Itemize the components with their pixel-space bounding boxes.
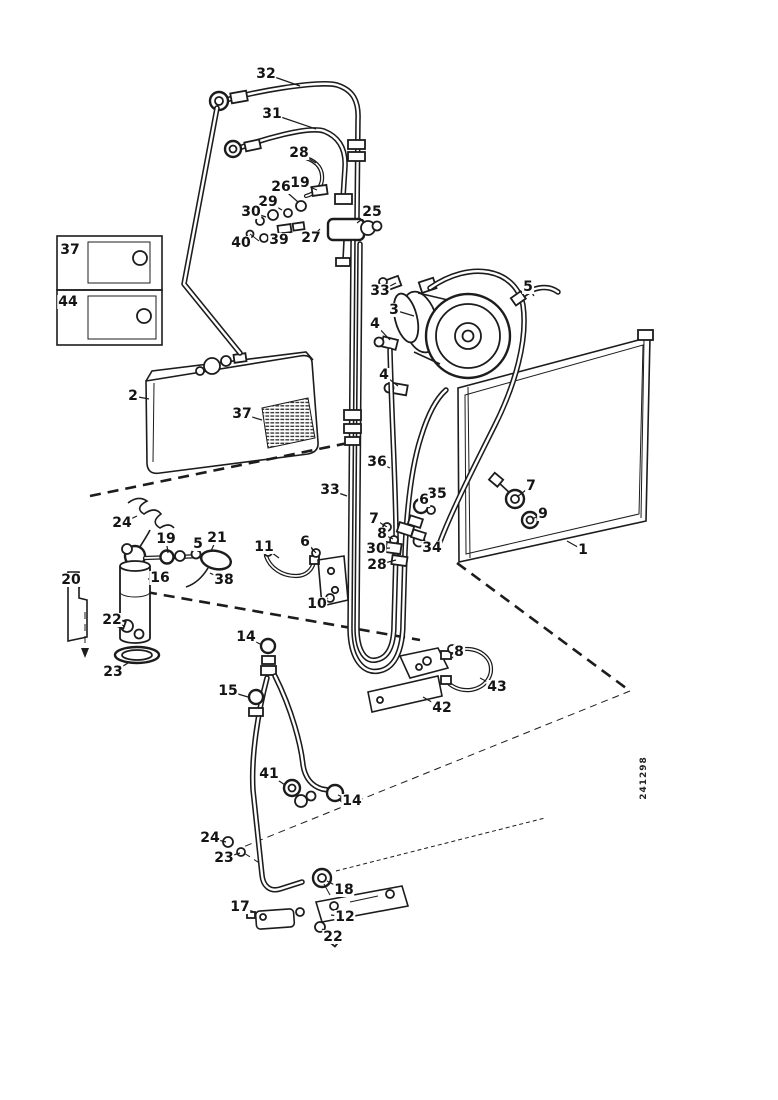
hose-31 [223, 127, 353, 205]
callout-36: 36 [366, 454, 388, 470]
reference-dashed-lines [81, 441, 631, 872]
callout-14: 14 [341, 793, 363, 809]
callout-4: 4 [378, 367, 390, 383]
callout-5: 5 [522, 279, 534, 295]
callout-22: 22 [322, 929, 344, 945]
callout-27: 27 [300, 230, 322, 246]
condenser [457, 329, 654, 563]
callout-22: 22 [101, 612, 123, 628]
callout-20: 20 [60, 572, 82, 588]
callout-14: 14 [235, 629, 257, 645]
discharge-hose-arc [427, 268, 527, 545]
callout-18: 18 [333, 882, 355, 898]
callout-28: 28 [288, 145, 310, 161]
mounting-bracket-42 [367, 647, 450, 713]
bracket-17 [246, 908, 296, 930]
callout-26: 26 [270, 179, 292, 195]
callout-38: 38 [213, 572, 235, 588]
decal-box-44 [56, 289, 163, 346]
callout-6: 6 [299, 534, 311, 550]
callout-7: 7 [368, 511, 380, 527]
callout-17: 17 [229, 899, 251, 915]
callout-31: 31 [261, 106, 283, 122]
hose-32 [208, 81, 366, 221]
callout-10: 10 [306, 596, 328, 612]
doc-number: 241298 [639, 756, 649, 800]
callout-11: 11 [253, 539, 275, 555]
bottom-hoses [222, 637, 348, 893]
callout-15: 15 [217, 683, 239, 699]
callout-33: 33 [319, 482, 341, 498]
callout-30: 30 [365, 541, 387, 557]
callout-41: 41 [258, 766, 280, 782]
callout-40: 40 [230, 235, 252, 251]
callout-6: 6 [418, 492, 430, 508]
callout-25: 25 [361, 204, 383, 220]
callout-4: 4 [369, 316, 381, 332]
callout-8: 8 [376, 526, 388, 542]
callout-21: 21 [206, 530, 228, 546]
callout-19: 19 [289, 175, 311, 191]
callout-42: 42 [431, 700, 453, 716]
compressor [373, 274, 512, 397]
callout-19: 19 [155, 531, 177, 547]
callout-37: 37 [59, 242, 81, 258]
callout-33: 33 [369, 283, 391, 299]
callout-30: 30 [240, 204, 262, 220]
bracket-12 [295, 883, 410, 923]
tank-decal [261, 397, 316, 449]
callout-12: 12 [334, 909, 356, 925]
callout-28: 28 [366, 557, 388, 573]
tank [145, 351, 319, 475]
callout-39: 39 [268, 232, 290, 248]
callout-16: 16 [149, 570, 171, 586]
callout-29: 29 [257, 194, 279, 210]
callout-43: 43 [486, 679, 508, 695]
callout-35: 35 [426, 486, 448, 502]
callout-3: 3 [388, 302, 400, 318]
hose-5-stub [509, 284, 561, 307]
hose-loop [343, 239, 449, 675]
callout-24: 24 [199, 830, 221, 846]
callout-9: 9 [537, 506, 549, 522]
callout-24: 24 [111, 515, 133, 531]
callout-7: 7 [525, 478, 537, 494]
callout-23: 23 [213, 850, 235, 866]
callout-5: 5 [192, 536, 204, 552]
callout-8: 8 [453, 644, 465, 660]
callout-34: 34 [421, 540, 443, 556]
callout-44: 44 [57, 294, 79, 310]
callout-37: 37 [231, 406, 253, 422]
hose-left-diagonal [181, 105, 243, 356]
callout-23: 23 [102, 664, 124, 680]
callout-2: 2 [127, 388, 139, 404]
callout-32: 32 [255, 66, 277, 82]
callout-1: 1 [577, 542, 589, 558]
